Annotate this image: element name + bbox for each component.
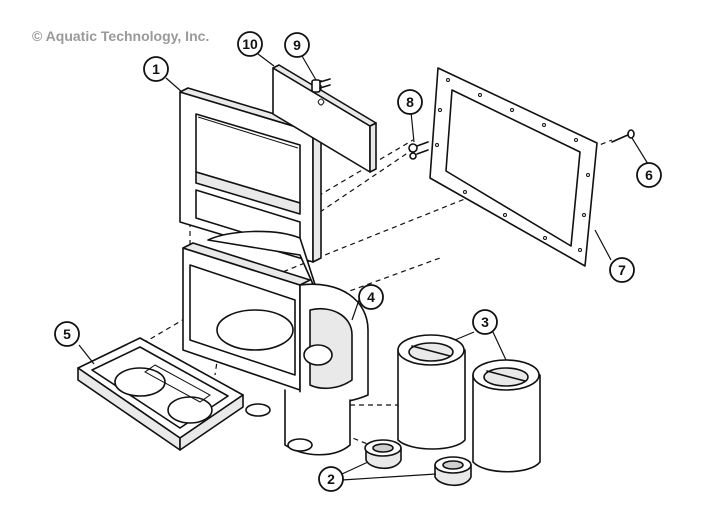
svg-text:5: 5 [63, 326, 71, 342]
callout-leaders [78, 53, 649, 481]
adapter-ring-2 [434, 456, 472, 487]
svg-text:8: 8 [406, 94, 414, 110]
filter-cartridge-1 [397, 334, 466, 450]
callout-4: 4 [358, 284, 384, 310]
weir-door [272, 64, 377, 173]
screw [611, 129, 635, 143]
callout-3: 3 [472, 309, 498, 335]
callout-9: 9 [284, 32, 310, 58]
clip-hardware [408, 141, 429, 160]
svg-text:9: 9 [293, 37, 301, 53]
faceplate [179, 87, 322, 263]
mounting-frame [429, 67, 598, 267]
svg-text:3: 3 [481, 314, 489, 330]
callout-5: 5 [54, 321, 80, 347]
basket-tray [77, 337, 244, 451]
svg-text:2: 2 [327, 471, 335, 487]
callout-1: 1 [143, 56, 169, 82]
svg-text:4: 4 [367, 289, 375, 305]
svg-text:6: 6 [645, 167, 653, 183]
adapter-ring-1 [364, 439, 402, 470]
skimmer-body [182, 230, 369, 456]
svg-text:7: 7 [618, 262, 626, 278]
svg-text:1: 1 [152, 61, 160, 77]
filter-cartridge-2 [472, 359, 541, 473]
copyright-text: © Aquatic Technology, Inc. [32, 28, 209, 44]
callout-10: 10 [237, 31, 263, 57]
svg-text:10: 10 [242, 36, 258, 52]
callout-7: 7 [609, 257, 635, 283]
callout-2: 2 [318, 466, 344, 492]
callout-8: 8 [397, 89, 423, 115]
callout-6: 6 [636, 162, 662, 188]
